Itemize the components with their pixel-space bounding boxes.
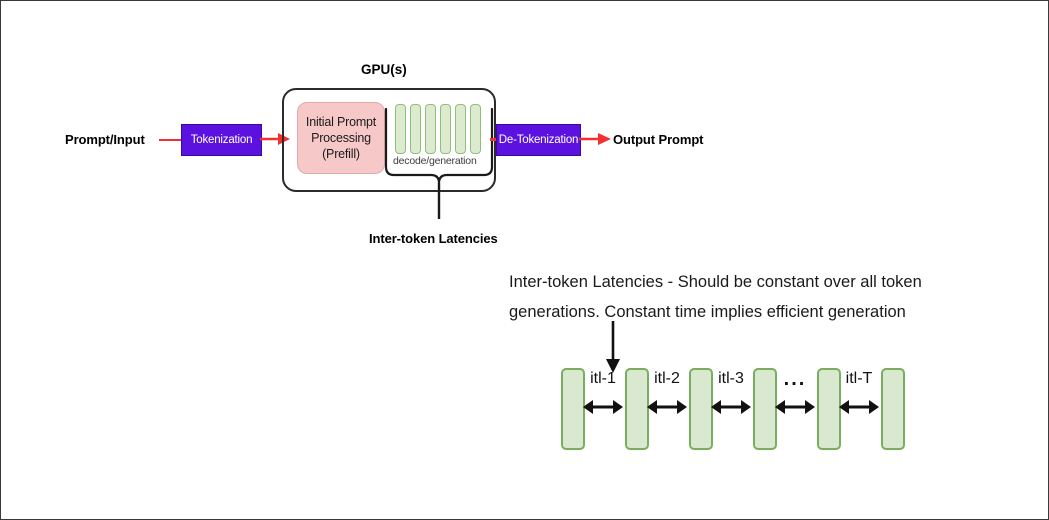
itl-bar — [753, 368, 777, 450]
itl-gap-label-ellipsis: ... — [783, 368, 807, 390]
itl-pointer-arrow — [601, 321, 625, 373]
detokenization-label: De-Tokenization — [498, 134, 579, 146]
decode-token-bar — [440, 104, 451, 154]
decode-token-bars — [395, 104, 481, 154]
decode-token-bar — [410, 104, 421, 154]
prefill-text: Initial Prompt Processing (Prefill) — [306, 114, 376, 162]
output-prompt-label: Output Prompt — [613, 132, 704, 147]
itl-bar — [881, 368, 905, 450]
prefill-line-2: Processing — [311, 131, 371, 145]
itl-gap-label-1: itl-1 — [590, 370, 616, 387]
decode-token-bar — [470, 104, 481, 154]
decode-brace — [383, 107, 499, 221]
itl-bar — [625, 368, 649, 450]
decode-token-bar — [455, 104, 466, 154]
detokenization-box[interactable]: De-Tokenization — [496, 124, 581, 156]
itl-gap-label-t: itl-T — [845, 370, 873, 387]
itl-double-arrow — [647, 398, 687, 416]
arrow-detokenization-to-output — [579, 128, 611, 150]
itl-double-arrow — [775, 398, 815, 416]
decode-token-bar — [425, 104, 436, 154]
itl-double-arrow — [583, 398, 623, 416]
prompt-input-label: Prompt/Input — [65, 132, 145, 147]
prefill-line-3: (Prefill) — [322, 147, 360, 161]
arrow-tokenization-to-gpu — [260, 128, 290, 150]
itl-double-arrow — [839, 398, 879, 416]
arrow-input-to-tokenization — [159, 138, 181, 141]
itl-caption-line-1: Inter-token Latencies - Should be consta… — [509, 273, 922, 291]
prefill-line-1: Initial Prompt — [305, 115, 377, 129]
itl-caption-line-2: generations. Constant time implies effic… — [509, 303, 906, 321]
itl-bar — [689, 368, 713, 450]
prefill-box[interactable]: Initial Prompt Processing (Prefill) — [297, 102, 385, 174]
decode-generation-label: decode/generation — [393, 155, 477, 167]
tokenization-box[interactable]: Tokenization — [181, 124, 262, 156]
gpu-title: GPU(s) — [361, 62, 407, 77]
itl-bar-row: itl-1 itl-2 itl-3 ... itl-T — [561, 368, 905, 450]
itl-gap-label-3: itl-3 — [718, 370, 744, 387]
tokenization-label: Tokenization — [190, 134, 253, 146]
decode-token-bar — [395, 104, 406, 154]
itl-bar — [817, 368, 841, 450]
itl-gap-label-2: itl-2 — [654, 370, 680, 387]
itl-bar — [561, 368, 585, 450]
itl-double-arrow — [711, 398, 751, 416]
top-brace-label: Inter-token Latencies — [369, 231, 498, 246]
